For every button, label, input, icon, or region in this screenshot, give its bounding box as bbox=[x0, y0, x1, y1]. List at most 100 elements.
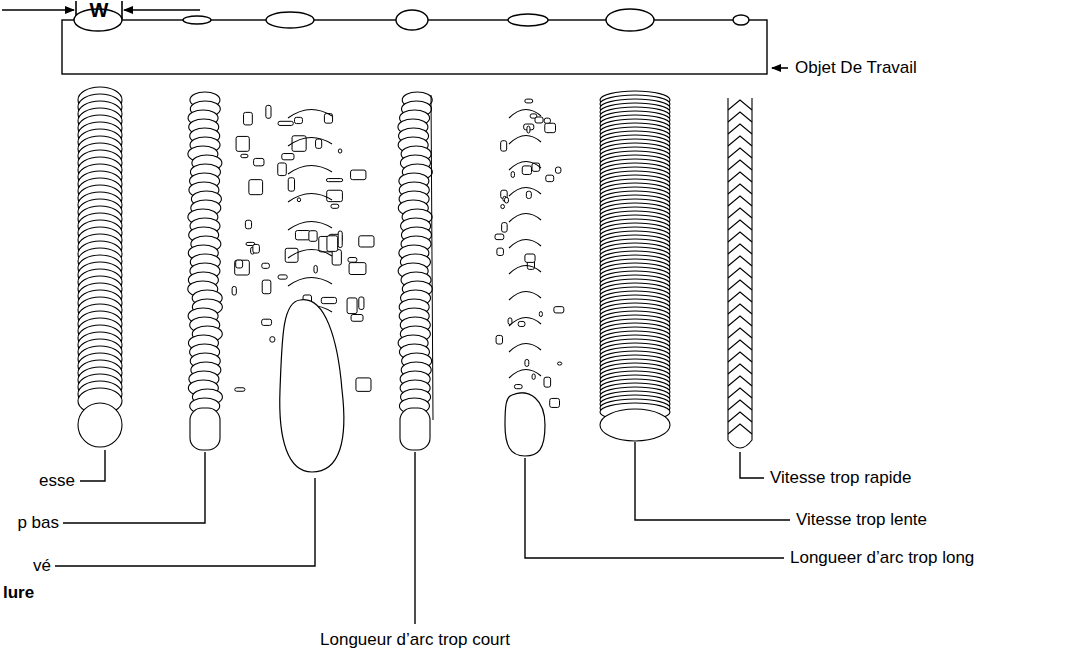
bead-section bbox=[396, 10, 428, 30]
ripple bbox=[509, 135, 541, 144]
spatter bbox=[232, 286, 236, 295]
ripple bbox=[728, 388, 752, 398]
spatter bbox=[316, 139, 322, 148]
spatter bbox=[525, 254, 535, 262]
bead-caption: Vitesse trop rapide bbox=[770, 468, 911, 488]
spatter bbox=[495, 234, 504, 240]
spatter bbox=[278, 275, 287, 279]
ripple bbox=[728, 208, 752, 218]
spatter bbox=[314, 265, 317, 273]
spatter bbox=[535, 117, 543, 123]
bead-caption: esse bbox=[39, 471, 75, 491]
ripple bbox=[509, 317, 541, 326]
bead-end bbox=[400, 408, 430, 450]
spatter bbox=[332, 250, 341, 265]
ripple bbox=[728, 160, 752, 170]
ripple bbox=[728, 220, 752, 230]
spatter bbox=[236, 260, 243, 268]
ripple bbox=[288, 221, 332, 230]
dimension-arrows bbox=[2, 1, 200, 19]
bead-end bbox=[190, 408, 220, 450]
spatter bbox=[244, 112, 253, 125]
ripple bbox=[728, 304, 752, 314]
spatter bbox=[295, 117, 303, 123]
bead-caption: p bas bbox=[17, 513, 59, 533]
ripple bbox=[728, 232, 752, 242]
ripple bbox=[728, 136, 752, 146]
spatter bbox=[288, 178, 294, 191]
spatter bbox=[241, 154, 248, 157]
bead-section bbox=[183, 16, 211, 24]
spatter bbox=[546, 175, 554, 181]
spatter bbox=[550, 398, 560, 407]
ripple bbox=[728, 280, 752, 290]
spatter bbox=[262, 263, 270, 268]
bead-edge bbox=[431, 95, 433, 420]
ripple bbox=[288, 193, 332, 202]
spatter bbox=[348, 257, 357, 262]
spatter bbox=[555, 167, 560, 173]
ripple bbox=[509, 343, 541, 352]
spatter bbox=[525, 359, 529, 366]
ripple bbox=[288, 277, 332, 286]
ripple bbox=[728, 340, 752, 350]
ripple bbox=[728, 352, 752, 362]
ripple bbox=[728, 124, 752, 134]
spatter bbox=[235, 388, 245, 391]
part-name: Objet De Travail bbox=[795, 58, 917, 78]
ripple bbox=[509, 369, 541, 378]
ripple bbox=[728, 112, 752, 122]
spatter bbox=[351, 170, 366, 180]
spatter bbox=[321, 297, 336, 303]
ripple bbox=[728, 424, 752, 434]
spatter bbox=[270, 337, 275, 342]
spatter bbox=[526, 191, 531, 198]
spatter bbox=[511, 172, 514, 178]
bead-caption: Longueer d’arc trop long bbox=[790, 548, 974, 568]
bead-end bbox=[505, 393, 545, 456]
spatter bbox=[497, 248, 504, 255]
bead-section bbox=[508, 14, 548, 26]
bead-caption: Longueur d’arc trop court bbox=[320, 630, 510, 650]
spatter bbox=[514, 385, 522, 389]
spatter bbox=[501, 204, 505, 208]
spatter bbox=[347, 298, 357, 314]
ripple bbox=[288, 249, 332, 258]
spatter bbox=[331, 204, 339, 208]
spatter bbox=[522, 166, 531, 175]
ripple bbox=[728, 196, 752, 206]
ripple bbox=[728, 268, 752, 278]
spatter bbox=[297, 198, 300, 202]
bead-sections bbox=[74, 9, 749, 31]
bead-plan-views bbox=[78, 87, 752, 472]
ripple bbox=[288, 165, 332, 174]
dimension-label: W bbox=[90, 0, 109, 20]
spatter bbox=[532, 374, 535, 379]
bead-section bbox=[606, 9, 654, 31]
spatter bbox=[502, 223, 507, 233]
spatter bbox=[557, 362, 561, 365]
spatter bbox=[525, 99, 533, 103]
ripple bbox=[509, 109, 541, 118]
spatter bbox=[356, 378, 371, 391]
ripple bbox=[728, 328, 752, 338]
ripple bbox=[728, 172, 752, 182]
ripple bbox=[728, 148, 752, 158]
ripple bbox=[728, 184, 752, 194]
spatter bbox=[249, 180, 263, 195]
leader-lines bbox=[55, 442, 790, 624]
spatter bbox=[282, 154, 294, 160]
ripple bbox=[78, 403, 122, 447]
ripple bbox=[728, 376, 752, 386]
spatter bbox=[236, 136, 249, 151]
spatter bbox=[545, 123, 556, 132]
spatter bbox=[278, 121, 293, 125]
ripple bbox=[509, 187, 541, 196]
spatter bbox=[326, 179, 342, 182]
spatter bbox=[327, 236, 338, 252]
spatter bbox=[254, 158, 264, 165]
spatter bbox=[235, 260, 250, 275]
ripple bbox=[509, 213, 541, 222]
ripple bbox=[509, 239, 541, 248]
